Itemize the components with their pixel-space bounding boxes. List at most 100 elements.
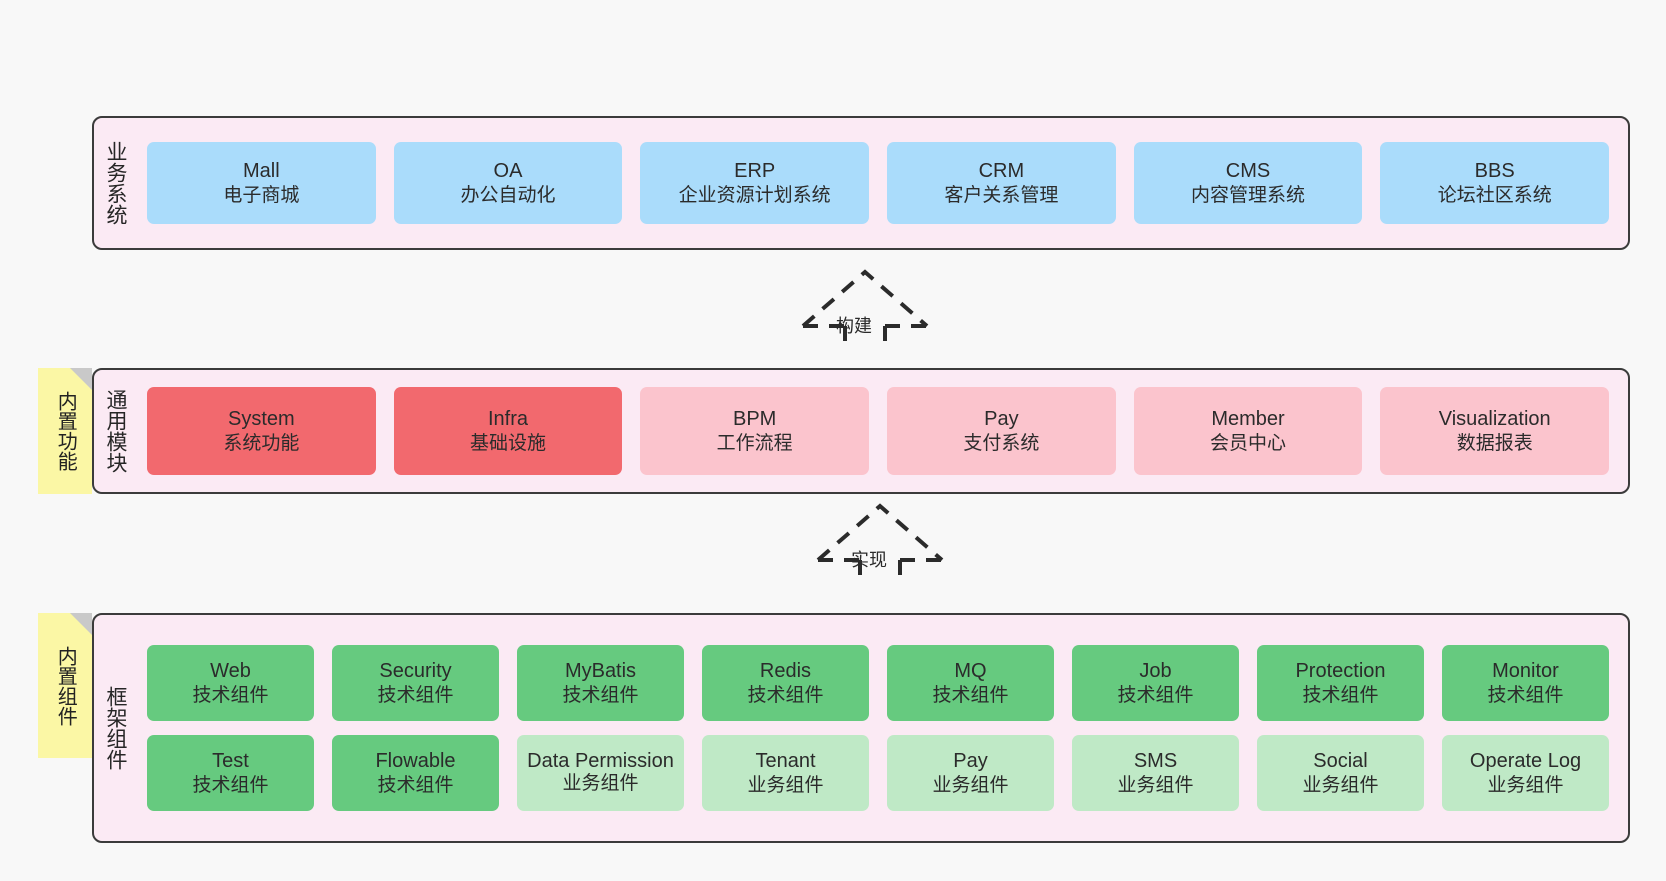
sticky-note-builtin-functions: 内置功能 <box>38 368 92 494</box>
node-data-permission[interactable]: Data Permission 业务组件 <box>517 735 684 811</box>
node-tenant[interactable]: Tenant 业务组件 <box>702 735 869 811</box>
node-sms[interactable]: SMS 业务组件 <box>1072 735 1239 811</box>
layer-body-business-system: Mall 电子商城 OA 办公自动化 ERP 企业资源计划系统 CRM 客户关系… <box>136 118 1628 248</box>
node-subtitle: 业务组件 <box>562 773 639 795</box>
node-subtitle: 技术组件 <box>192 774 269 796</box>
node-subtitle: 数据报表 <box>1456 432 1533 454</box>
node-name: Operate Log <box>1469 749 1582 772</box>
node-erp[interactable]: ERP 企业资源计划系统 <box>640 142 870 224</box>
node-subtitle: 业务组件 <box>1302 774 1379 796</box>
node-system[interactable]: System 系统功能 <box>147 387 376 475</box>
node-mq[interactable]: MQ 技术组件 <box>887 645 1054 721</box>
node-name: OA <box>493 159 523 182</box>
node-subtitle: 业务组件 <box>747 774 824 796</box>
framework-row-technical: Web 技术组件 Security 技术组件 MyBatis 技术组件 Redi… <box>138 645 1618 721</box>
node-mybatis[interactable]: MyBatis 技术组件 <box>517 645 684 721</box>
node-name: CMS <box>1225 159 1271 182</box>
node-operate-log[interactable]: Operate Log 业务组件 <box>1442 735 1609 811</box>
node-subtitle: 技术组件 <box>1487 684 1564 706</box>
node-web[interactable]: Web 技术组件 <box>147 645 314 721</box>
node-infra[interactable]: Infra 基础设施 <box>393 387 623 475</box>
node-subtitle: 技术组件 <box>747 684 824 706</box>
node-name: SMS <box>1133 749 1178 772</box>
node-name: MQ <box>954 659 987 682</box>
node-name: Data Permission <box>527 749 674 772</box>
node-name: Pay <box>984 407 1019 430</box>
layer-business-system: 业务系统 Mall 电子商城 OA 办公自动化 ERP 企业资源计划系统 CRM… <box>92 116 1630 250</box>
connector-implement: 实现 <box>805 498 955 588</box>
connector-build: 构建 <box>790 264 940 354</box>
sticky-note-builtin-components: 内置组件 <box>38 613 92 758</box>
node-subtitle: 业务组件 <box>1117 774 1194 796</box>
node-subtitle: 技术组件 <box>932 684 1009 706</box>
node-social[interactable]: Social 业务组件 <box>1257 735 1424 811</box>
node-bpm[interactable]: BPM 工作流程 <box>640 387 870 475</box>
sticky-fold-corner-icon <box>70 613 92 635</box>
node-crm[interactable]: CRM 客户关系管理 <box>887 142 1116 224</box>
node-subtitle: 论坛社区系统 <box>1437 184 1552 206</box>
node-name: Redis <box>759 659 812 682</box>
node-subtitle: 会员中心 <box>1210 432 1287 454</box>
node-subtitle: 技术组件 <box>377 774 454 796</box>
node-test[interactable]: Test 技术组件 <box>147 735 314 811</box>
node-name: Monitor <box>1492 659 1559 682</box>
layer-title-common-module: 通用模块 <box>103 389 127 473</box>
node-subtitle: 业务组件 <box>932 774 1009 796</box>
node-name: Job <box>1139 659 1172 682</box>
node-subtitle: 内容管理系统 <box>1191 184 1306 206</box>
node-monitor[interactable]: Monitor 技术组件 <box>1442 645 1609 721</box>
node-bbs[interactable]: BBS 论坛社区系统 <box>1380 142 1610 224</box>
node-subtitle: 电子商城 <box>223 184 300 206</box>
node-name: Mall <box>243 159 280 182</box>
node-name: System <box>227 407 295 430</box>
node-subtitle: 技术组件 <box>377 684 454 706</box>
node-subtitle: 客户关系管理 <box>944 184 1059 206</box>
node-subtitle: 技术组件 <box>1302 684 1379 706</box>
node-name: ERP <box>734 159 776 182</box>
node-member[interactable]: Member 会员中心 <box>1133 387 1363 475</box>
sticky-fold-corner-icon <box>70 368 92 390</box>
layer-title-framework-component: 框架组件 <box>103 686 127 770</box>
node-visualization[interactable]: Visualization 数据报表 <box>1380 387 1610 475</box>
node-oa[interactable]: OA 办公自动化 <box>393 142 623 224</box>
node-protection[interactable]: Protection 技术组件 <box>1257 645 1424 721</box>
node-pay-component[interactable]: Pay 业务组件 <box>887 735 1054 811</box>
connector-implement-label: 实现 <box>851 550 887 570</box>
node-name: Social <box>1313 749 1368 772</box>
node-mall[interactable]: Mall 电子商城 <box>147 142 376 224</box>
node-subtitle: 企业资源计划系统 <box>678 184 831 206</box>
layer-common-module: 通用模块 System 系统功能 Infra 基础设施 BPM 工作流程 Pay… <box>92 368 1630 494</box>
framework-row-business: Test 技术组件 Flowable 技术组件 Data Permission … <box>138 735 1618 811</box>
node-name: Infra <box>487 407 529 430</box>
node-pay[interactable]: Pay 支付系统 <box>887 387 1116 475</box>
node-name: BPM <box>733 407 777 430</box>
node-subtitle: 技术组件 <box>1117 684 1194 706</box>
node-flowable[interactable]: Flowable 技术组件 <box>332 735 499 811</box>
node-subtitle: 技术组件 <box>562 684 639 706</box>
node-subtitle: 技术组件 <box>192 684 269 706</box>
node-name: CRM <box>978 159 1025 182</box>
node-security[interactable]: Security 技术组件 <box>332 645 499 721</box>
node-subtitle: 系统功能 <box>223 432 300 454</box>
node-name: Web <box>210 659 251 682</box>
generalization-arrow-icon <box>801 269 929 352</box>
node-subtitle: 基础设施 <box>470 432 547 454</box>
layer-body-framework-component: Web 技术组件 Security 技术组件 MyBatis 技术组件 Redi… <box>136 615 1628 841</box>
sticky-note-label: 内置组件 <box>54 645 77 726</box>
node-name: Pay <box>953 749 988 772</box>
node-name: Protection <box>1295 659 1386 682</box>
node-subtitle: 办公自动化 <box>460 184 556 206</box>
node-cms[interactable]: CMS 内容管理系统 <box>1133 142 1363 224</box>
layer-framework-component: 框架组件 Web 技术组件 Security 技术组件 MyBatis 技术组件… <box>92 613 1630 843</box>
node-redis[interactable]: Redis 技术组件 <box>702 645 869 721</box>
connector-build-label: 构建 <box>836 316 872 336</box>
sticky-note-label: 内置功能 <box>54 391 77 471</box>
node-subtitle: 工作流程 <box>716 432 793 454</box>
node-name: BBS <box>1474 159 1515 182</box>
generalization-arrow-icon <box>816 503 944 586</box>
node-job[interactable]: Job 技术组件 <box>1072 645 1239 721</box>
node-subtitle: 支付系统 <box>963 432 1040 454</box>
node-name: Flowable <box>375 749 456 772</box>
node-name: Visualization <box>1438 407 1551 430</box>
